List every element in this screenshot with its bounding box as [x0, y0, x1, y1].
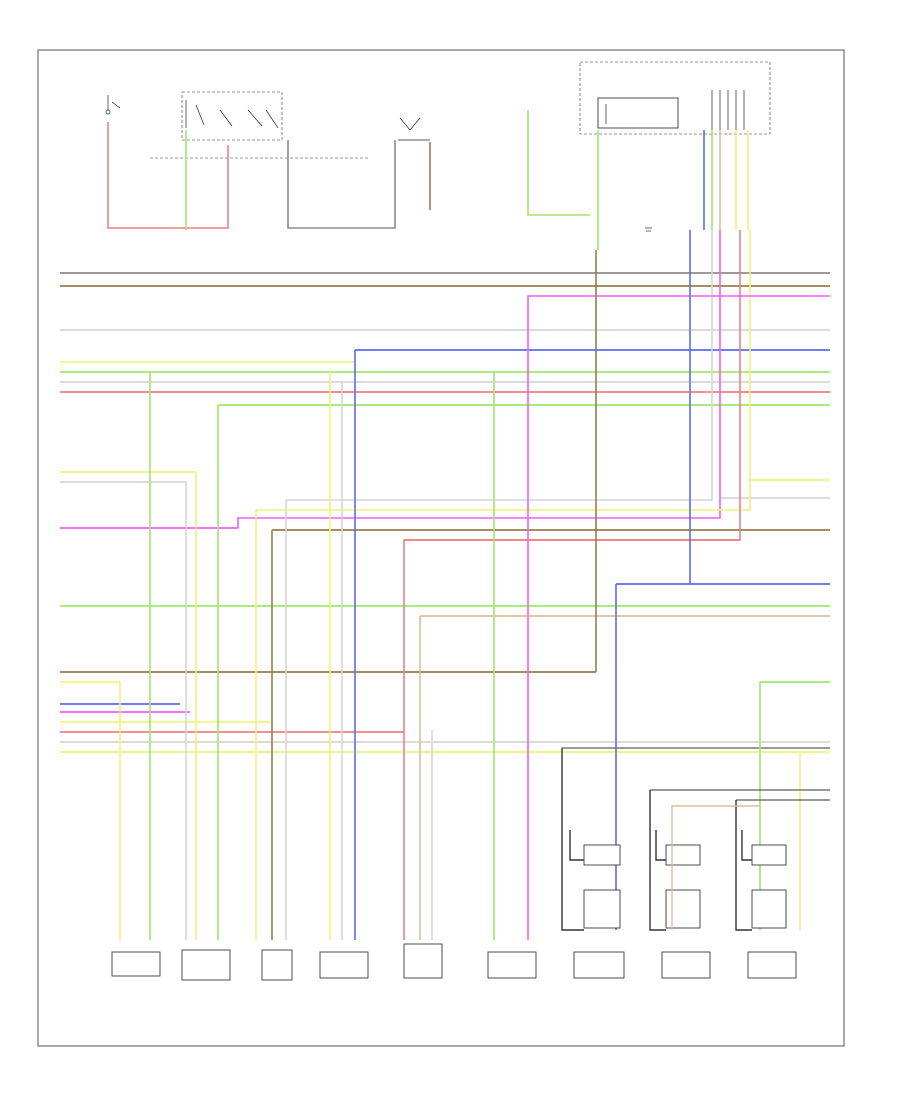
component-box-4: [319, 951, 369, 979]
component-box-2: [181, 949, 231, 981]
vertical-wires: [119, 230, 830, 940]
diagram-frame: [37, 49, 845, 1047]
component-box-5: [403, 943, 443, 979]
component-box-1: [111, 951, 161, 977]
switch-module: [181, 91, 283, 141]
component-box-7: [573, 951, 625, 979]
top-wires: [107, 110, 749, 250]
ground-symbol: [645, 227, 652, 232]
control-module-top-right: [579, 61, 771, 135]
motor-assemblies: [561, 748, 830, 931]
component-box-8: [661, 951, 711, 979]
fuse-block-left: [105, 95, 121, 115]
sensor-v-shape: [398, 117, 430, 141]
component-box-3: [261, 949, 293, 981]
bottom-components: [111, 943, 797, 981]
top-components: [105, 61, 771, 232]
component-box-6: [487, 951, 537, 979]
component-box-9: [747, 951, 797, 979]
bus-wires: [60, 272, 830, 753]
